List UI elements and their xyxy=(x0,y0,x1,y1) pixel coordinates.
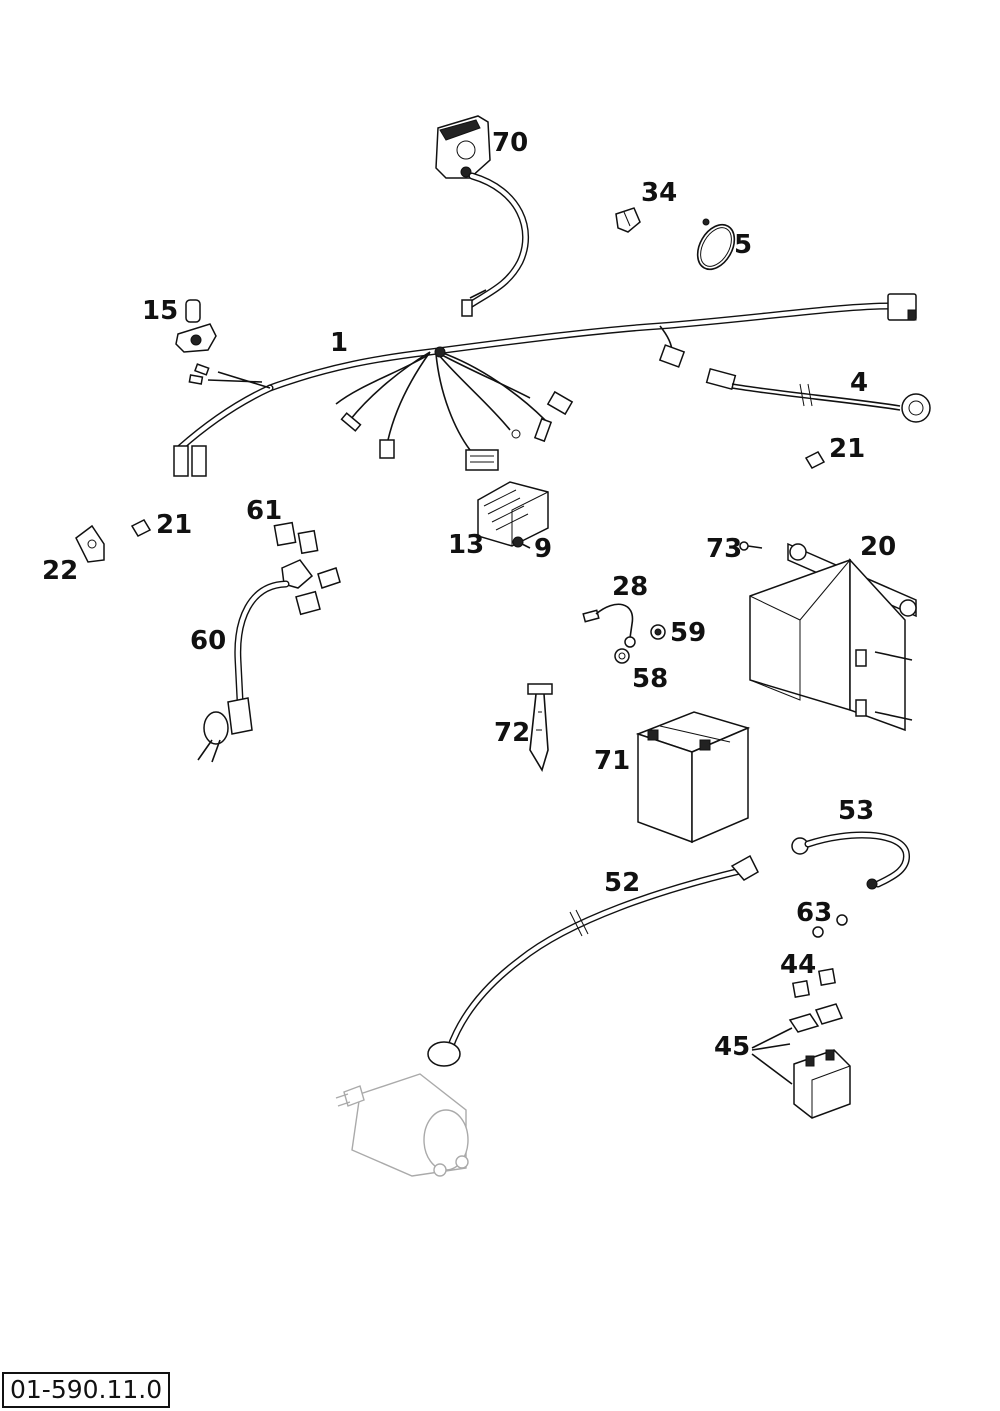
bolt-part-59 xyxy=(650,624,666,640)
screw-part-73 xyxy=(739,541,763,551)
label-part-45: 45 xyxy=(714,1032,751,1062)
label-part-21-right: 21 xyxy=(829,434,866,464)
battery-part-71 xyxy=(635,711,751,844)
screws-part-63 xyxy=(812,914,848,938)
label-part-1: 1 xyxy=(330,328,349,358)
switch-part-15 xyxy=(175,299,217,353)
starter-motor-reference xyxy=(335,1073,469,1177)
label-part-5: 5 xyxy=(734,230,753,260)
tool-part-72 xyxy=(527,683,553,772)
handlebar-switch-part-70 xyxy=(435,115,530,317)
label-part-9: 9 xyxy=(534,534,553,564)
relay-cable-part-60 xyxy=(197,559,341,763)
bracket-part-22 xyxy=(75,524,105,563)
diagram-code: 01-590.11.0 xyxy=(2,1372,171,1408)
label-part-61: 61 xyxy=(246,496,283,526)
grommet-part-34 xyxy=(615,207,641,233)
label-part-20: 20 xyxy=(860,532,897,562)
cable-part-53 xyxy=(791,831,910,890)
label-part-4: 4 xyxy=(850,368,869,398)
label-part-21-left: 21 xyxy=(156,510,193,540)
label-part-34: 34 xyxy=(641,178,678,208)
label-part-53: 53 xyxy=(838,796,875,826)
regulator-part-13 xyxy=(477,481,549,547)
label-part-44: 44 xyxy=(780,950,817,980)
label-part-63: 63 xyxy=(796,898,833,928)
label-part-13: 13 xyxy=(448,530,485,560)
wiring-harness-part-1 xyxy=(173,293,917,477)
cable-tie-part-5 xyxy=(696,218,736,271)
fuses-part-44 xyxy=(792,968,836,998)
starter-relay-part-45 xyxy=(751,1003,851,1119)
label-part-15: 15 xyxy=(142,296,179,326)
clip-part-21-right xyxy=(804,451,826,469)
label-part-71: 71 xyxy=(594,746,631,776)
fuse-part-61 xyxy=(273,521,319,555)
label-part-58: 58 xyxy=(632,664,669,694)
ground-cable-part-28 xyxy=(582,603,636,648)
label-part-59: 59 xyxy=(670,618,707,648)
label-part-22: 22 xyxy=(42,556,79,586)
washer-part-58 xyxy=(614,648,630,664)
label-part-28: 28 xyxy=(612,572,649,602)
label-part-70: 70 xyxy=(492,128,529,158)
screw-part-9 xyxy=(512,536,531,549)
label-part-60: 60 xyxy=(190,626,227,656)
clip-part-21-left xyxy=(130,519,152,537)
battery-tray-part-20 xyxy=(749,542,917,732)
label-part-52: 52 xyxy=(604,868,641,898)
label-part-73: 73 xyxy=(706,534,743,564)
starter-cable-part-52 xyxy=(427,854,759,1067)
cable-part-4 xyxy=(705,367,931,423)
label-part-72: 72 xyxy=(494,718,531,748)
